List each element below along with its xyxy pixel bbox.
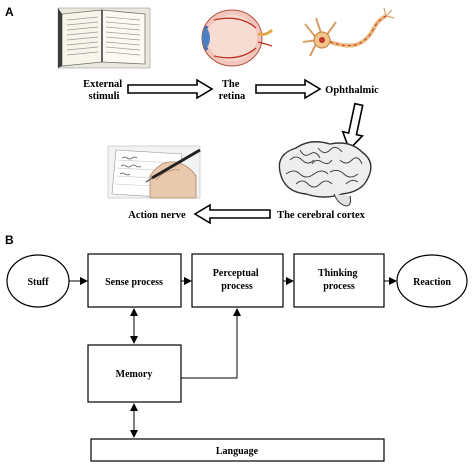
ophthalmic-label: Ophthalmic <box>325 85 379 96</box>
arrow-retina-to-ophthalmic <box>255 78 322 100</box>
brain-image <box>278 141 372 207</box>
sense-process-label: Sense process <box>105 277 163 288</box>
book-image <box>57 7 151 69</box>
memory-node: Memory <box>87 344 182 403</box>
arrow-stimuli-to-retina <box>127 78 214 100</box>
action-nerve-label: Action nerve <box>128 210 186 221</box>
perceptual-process-label: Perceptual process <box>213 268 261 292</box>
retina-label: The retina <box>219 79 246 102</box>
arrow-memory-to-perceptual <box>181 308 241 379</box>
arrow-cortex-to-action-nerve <box>193 203 271 225</box>
language-node: Language <box>90 438 385 462</box>
panel-b-label: B <box>5 233 14 247</box>
writing-hand-image <box>107 145 201 199</box>
reaction-label: Reaction <box>413 277 451 288</box>
thinking-process-node: Thinking process <box>293 253 385 308</box>
language-label: Language <box>216 446 259 457</box>
external-stimuli-label: External stimuli <box>83 79 125 102</box>
arrow-ophthalmic-to-cortex <box>341 102 364 151</box>
stuff-node: Stuff <box>6 254 70 308</box>
panel-a-label: A <box>5 5 14 19</box>
memory-label: Memory <box>116 369 153 380</box>
cerebral-cortex-label: The cerebral cortex <box>277 210 366 221</box>
neuron-image <box>302 7 395 57</box>
thinking-process-label: Thinking process <box>318 268 360 292</box>
reaction-node: Reaction <box>396 254 468 308</box>
eye-image <box>201 9 274 67</box>
perceptual-process-node: Perceptual process <box>191 253 284 308</box>
stuff-label: Stuff <box>27 277 49 288</box>
sense-process-node: Sense process <box>87 253 182 308</box>
